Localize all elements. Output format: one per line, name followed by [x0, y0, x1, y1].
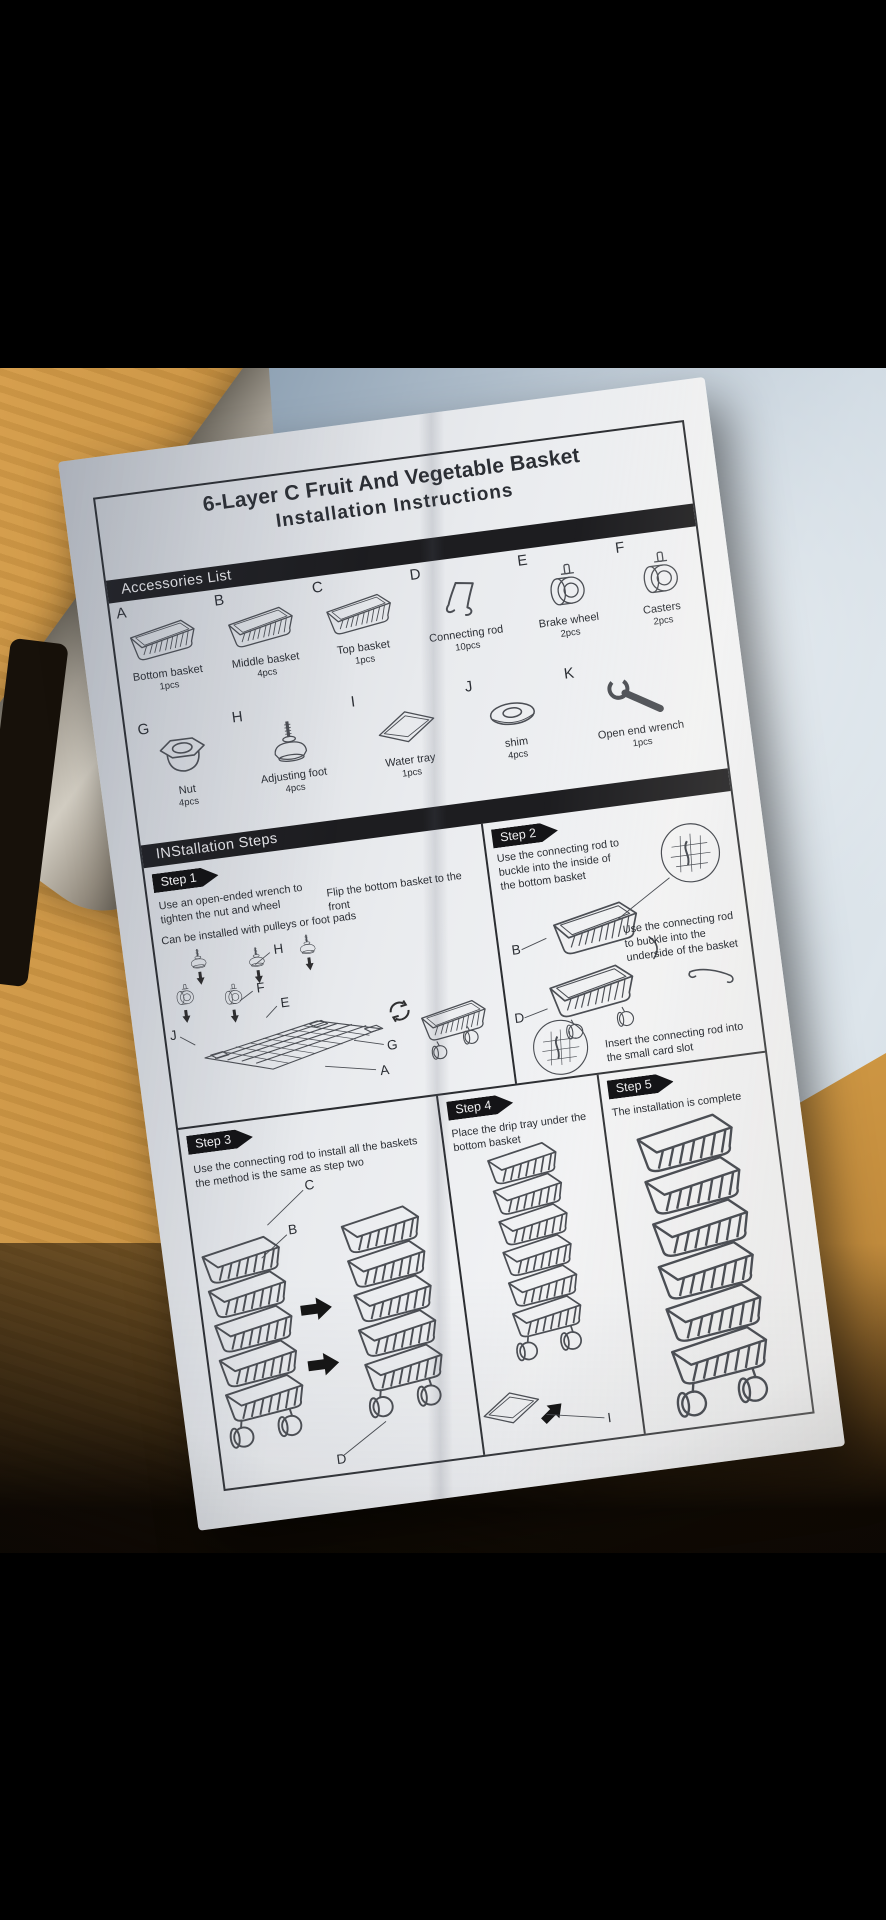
accessory-letter: I [349, 693, 357, 711]
step2-diagram: B D [511, 819, 735, 1079]
step1-badge: Step 1 [152, 866, 220, 893]
part-label: B [511, 942, 522, 958]
shim-icon [488, 699, 537, 728]
step1-panel: Step 1 Use an open-ended wrench to tight… [143, 823, 518, 1129]
accessory-letter: J [463, 677, 474, 696]
accessory-item-b: B Middle basket 4pcs [207, 578, 320, 708]
step3-panel: Step 3 Use the connecting rod to install… [178, 1095, 486, 1489]
steps-row-2: Step 3 Use the connecting rod to install… [178, 1053, 812, 1489]
sheet-frame: 6-Layer C Fruit And Vegetable Basket Ins… [92, 419, 815, 1492]
photo: 6-Layer C Fruit And Vegetable Basket Ins… [0, 368, 886, 1553]
step5-badge: Step 5 [607, 1072, 675, 1099]
middle-basket-icon [226, 605, 296, 649]
part-label: I [607, 1410, 613, 1425]
step4-panel: Step 4 Place the drip tray under the bot… [438, 1074, 647, 1455]
bottom-basket-icon [128, 618, 199, 662]
step3-badge-label: Step 3 [186, 1127, 254, 1154]
open-end-wrench-icon [602, 670, 671, 722]
accessory-item-e: E Brake wheel 2pcs [510, 538, 623, 668]
connecting-rod-icon [442, 579, 479, 619]
part-label: D [336, 1451, 348, 1467]
step3-badge: Step 3 [186, 1127, 254, 1154]
adjusting-foot-icon [269, 717, 310, 765]
accessory-item-j: J shim 4pcs [457, 664, 573, 802]
accessory-letter: A [115, 604, 128, 623]
accessory-item-k: K Open end wrench 1pcs [557, 644, 722, 789]
accessory-letter: E [516, 551, 529, 570]
part-label: G [386, 1037, 398, 1053]
brake-wheel-icon [547, 562, 587, 607]
part-label: F [255, 980, 265, 996]
instruction-sheet: 6-Layer C Fruit And Vegetable Basket Ins… [58, 376, 846, 1531]
accessory-item-f: F Casters 2pcs [608, 526, 711, 655]
accessory-item-i: I Water tray 1pcs [343, 677, 473, 817]
step3-diagram: C B D [185, 1177, 481, 1467]
water-tray-icon [375, 707, 437, 747]
accessory-item-a: A Bottom basket 1pcs [109, 591, 222, 721]
part-label: B [287, 1221, 298, 1237]
accessory-item-d: D Connecting rod 10pcs [402, 551, 525, 682]
part-label: H [273, 941, 285, 957]
step4-badge-label: Step 4 [446, 1093, 514, 1120]
top-basket-icon [324, 592, 394, 636]
accessory-letter: C [310, 578, 324, 597]
part-label: C [304, 1177, 316, 1193]
part-label: E [280, 994, 291, 1010]
step4-badge: Step 4 [446, 1093, 514, 1120]
step1-badge-label: Step 1 [152, 866, 220, 893]
accessory-letter: K [562, 664, 576, 683]
accessory-item-h: H Adjusting foot 4pcs [224, 692, 359, 833]
accessory-letter: D [408, 565, 422, 584]
step5-badge-label: Step 5 [607, 1072, 675, 1099]
accessory-item-g: G Nut 4pcs [130, 707, 241, 844]
accessory-letter: H [230, 708, 244, 727]
part-label: D [514, 1010, 526, 1026]
casters-icon [640, 549, 680, 595]
accessory-item-c: C Top basket 1pcs [305, 565, 418, 695]
accessory-letter: F [614, 538, 626, 557]
steps-row-1: Step 1 Use an open-ended wrench to tight… [143, 791, 766, 1131]
part-label: J [169, 1027, 178, 1043]
part-label: A [379, 1062, 390, 1078]
accessory-letter: G [136, 720, 151, 739]
accessory-letter: B [213, 591, 226, 610]
step2-panel: Step 2 Use the connecting rod to buckle … [483, 791, 765, 1083]
step1-diagram: H F E J G A [169, 932, 489, 1078]
nut-icon [158, 735, 208, 775]
